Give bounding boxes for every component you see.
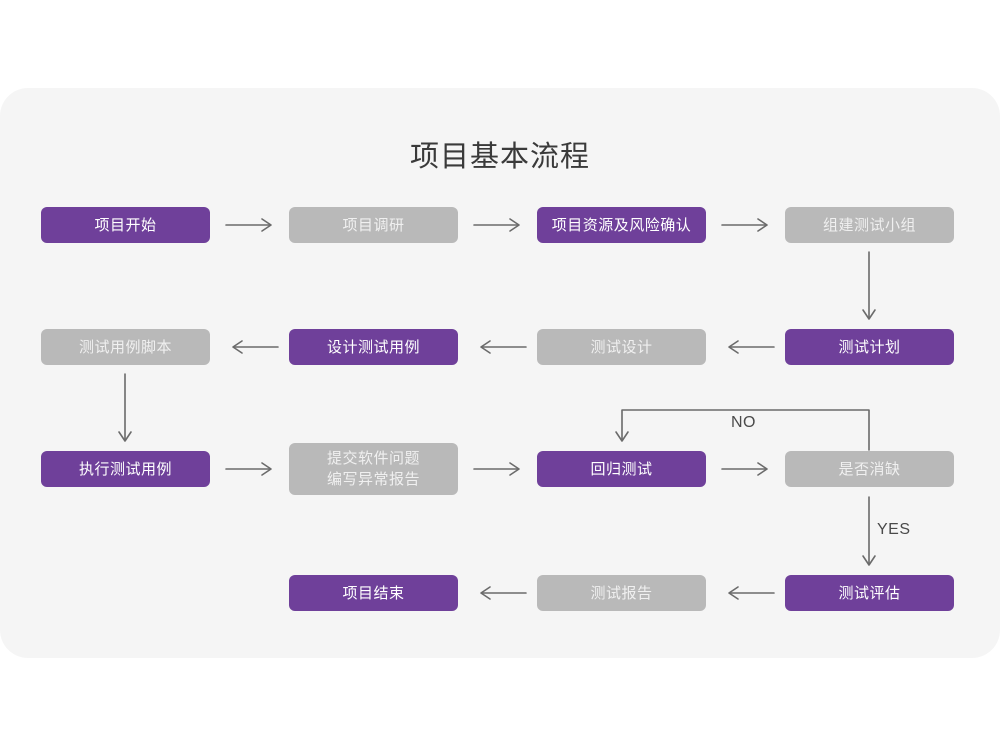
node-project-start[interactable]: 项目开始 (41, 207, 210, 243)
node-label: 项目调研 (342, 216, 405, 234)
node-label: 测试计划 (838, 338, 901, 356)
node-regression-test[interactable]: 回归测试 (537, 451, 706, 487)
page-title: 项目基本流程 (409, 141, 590, 173)
edge-label-no: NO (731, 414, 756, 431)
diagram-panel (0, 88, 1000, 658)
node-label: 回归测试 (590, 460, 653, 478)
node-label: 测试报告 (590, 584, 653, 602)
node-label: 项目结束 (342, 584, 405, 602)
node-label: 测试用例脚本 (78, 338, 172, 356)
node-label: 设计测试用例 (326, 338, 420, 356)
node-design-test-cases[interactable]: 设计测试用例 (289, 329, 458, 365)
node-label: 测试设计 (590, 338, 653, 356)
node-label: 组建测试小组 (822, 216, 916, 234)
node-label: 是否消缺 (838, 460, 901, 478)
node-test-case-script[interactable]: 测试用例脚本 (41, 329, 210, 365)
node-test-evaluation[interactable]: 测试评估 (785, 575, 954, 611)
node-project-research[interactable]: 项目调研 (289, 207, 458, 243)
node-submit-issues-write-report[interactable]: 提交软件问题 编写异常报告 (289, 443, 458, 495)
node-test-report[interactable]: 测试报告 (537, 575, 706, 611)
node-label: 测试评估 (838, 584, 901, 602)
node-defect-cleared-decision[interactable]: 是否消缺 (785, 451, 954, 487)
node-execute-test-cases[interactable]: 执行测试用例 (41, 451, 210, 487)
node-project-end[interactable]: 项目结束 (289, 575, 458, 611)
node-build-test-team[interactable]: 组建测试小组 (785, 207, 954, 243)
node-label: 执行测试用例 (78, 460, 172, 478)
node-test-plan[interactable]: 测试计划 (785, 329, 954, 365)
edge-label-yes: YES (877, 521, 911, 538)
node-label: 项目资源及风险确认 (551, 216, 692, 234)
node-test-design[interactable]: 测试设计 (537, 329, 706, 365)
node-label: 项目开始 (94, 216, 157, 234)
node-resource-risk-confirm[interactable]: 项目资源及风险确认 (537, 207, 706, 243)
node-label: 提交软件问题 编写异常报告 (326, 450, 420, 488)
